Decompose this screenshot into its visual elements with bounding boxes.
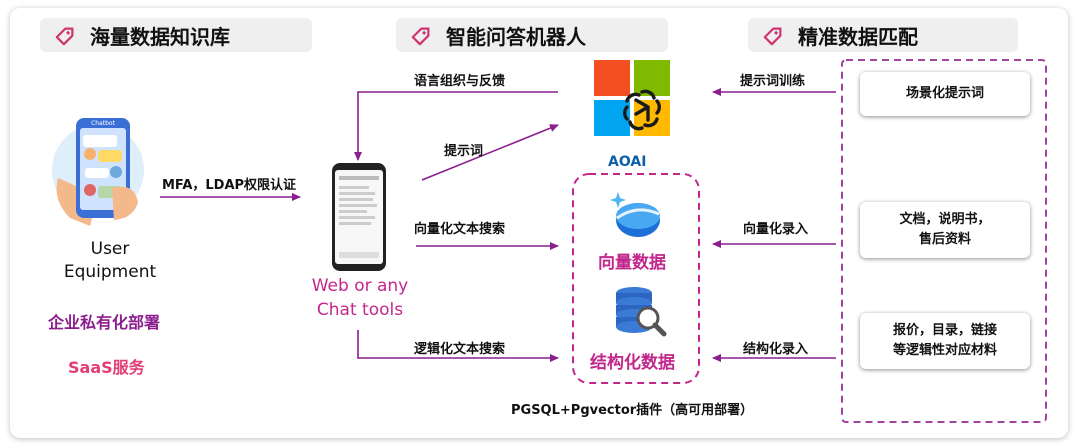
arrow-lang-feedback	[354, 91, 558, 161]
arrow-prompt	[421, 124, 559, 181]
client-label-line2: Chat tools	[316, 300, 404, 320]
client-phone-icon	[332, 163, 386, 271]
client-label: Web or any Chat tools	[290, 274, 430, 322]
quote-line1: 报价，目录，链接	[892, 323, 997, 338]
label-vector-search: 向量化文本搜索	[414, 222, 506, 237]
phone-screen-title: Chatbot	[91, 120, 116, 127]
label-logic-search: 逻辑化文本搜索	[414, 342, 506, 357]
client-label-line1: Web or any	[311, 276, 409, 296]
scene-prompt-box: 场景化提示词	[860, 72, 1030, 116]
quote-box: 报价，目录，链接 等逻辑性对应材料	[860, 313, 1030, 369]
label-prompt-training: 提示词训练	[740, 74, 806, 89]
header-qa-robot: 智能问答机器人	[396, 18, 668, 52]
sources-dashed-box	[841, 59, 1047, 423]
structured-data-label: 结构化数据	[590, 353, 675, 373]
diagram-canvas: 海量数据知识库 智能问答机器人 精准数据匹配	[10, 8, 1068, 438]
header-qa-robot-label: 智能问答机器人	[446, 24, 586, 49]
scene-prompt-label: 场景化提示词	[905, 86, 984, 101]
deploy-private-label: 企业私有化部署	[48, 313, 161, 332]
tag-icon	[763, 27, 782, 46]
connector-layer	[160, 59, 1047, 423]
user-equipment-line2: Equipment	[63, 262, 157, 282]
label-prompt: 提示词	[444, 144, 484, 159]
database-dashed-box	[572, 173, 700, 384]
label-vector-input: 向量化录入	[743, 222, 809, 237]
aoai-label: AOAI	[608, 154, 647, 170]
header-data-match: 精准数据匹配	[748, 18, 1018, 52]
docs-line2: 售后资料	[918, 232, 971, 247]
quote-line2: 等逻辑性对应材料	[892, 343, 997, 358]
tag-icon	[55, 27, 74, 46]
deploy-saas-label: SaaS服务	[68, 358, 145, 377]
arrow-logic-search	[357, 330, 559, 362]
header-knowledge-base-label: 海量数据知识库	[90, 24, 230, 49]
header-knowledge-base: 海量数据知识库	[40, 18, 312, 52]
label-lang-feedback: 语言组织与反馈	[414, 74, 506, 89]
docs-box: 文档，说明书， 售后资料	[860, 202, 1030, 258]
user-equipment-label: User Equipment	[60, 238, 160, 284]
label-auth: MFA，LDAP权限认证	[162, 178, 297, 193]
user-equipment-line1: User	[90, 239, 130, 259]
structured-database-icon	[616, 287, 667, 337]
tag-icon	[411, 27, 430, 46]
header-data-match-label: 精准数据匹配	[798, 24, 918, 49]
user-phone-illustration: Chatbot	[52, 118, 144, 226]
pgsql-footer-label: PGSQL+Pgvector插件（高可用部署）	[511, 403, 754, 418]
vector-database-icon	[610, 192, 660, 237]
docs-line1: 文档，说明书，	[899, 212, 991, 227]
label-struct-input: 结构化录入	[743, 342, 809, 357]
aoai-logo-icon	[594, 60, 670, 136]
vector-data-label: 向量数据	[598, 253, 666, 273]
